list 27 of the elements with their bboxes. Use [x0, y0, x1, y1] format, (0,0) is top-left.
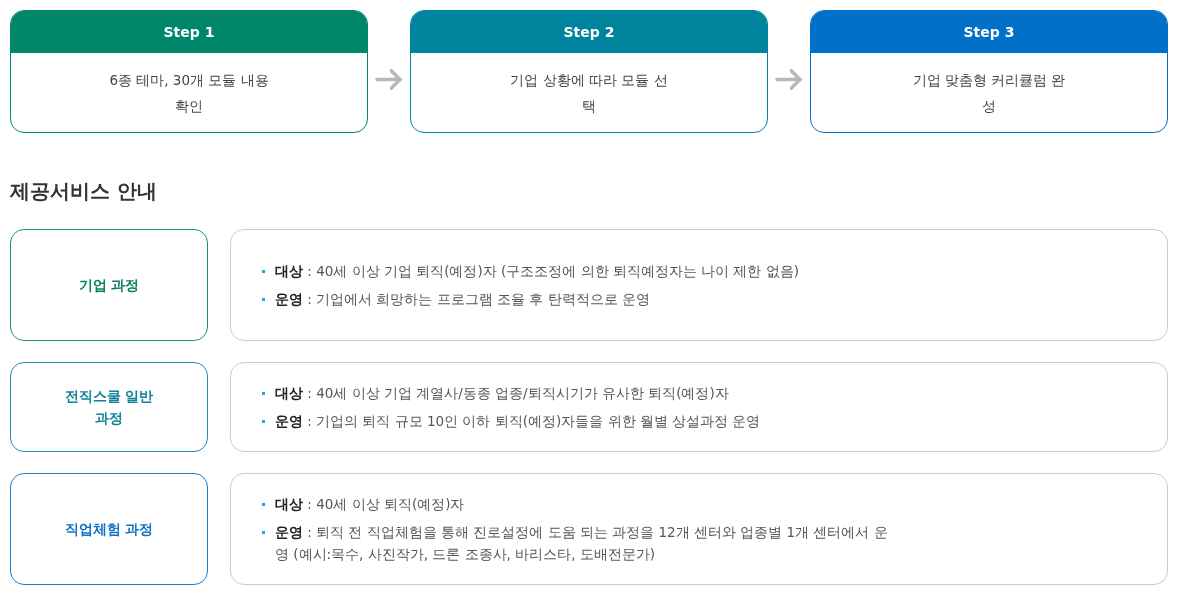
step-description: 기업 맞춤형 커리큘럼 완성	[911, 71, 1067, 116]
info-card	[230, 362, 1168, 452]
info-card	[230, 229, 1168, 341]
bullet-item: 대상 : 40세 이상 퇴직(예정)자	[251, 493, 895, 515]
step-card	[410, 10, 768, 133]
course-name-box	[10, 229, 208, 341]
step-header: Step 3	[811, 11, 1167, 53]
course-name: 직업체험 과정	[64, 520, 154, 539]
step-description: 기업 상황에 따라 모듈 선택	[509, 71, 669, 116]
step-header: Step 1	[11, 11, 367, 53]
course-name: 전직스쿨 일반과정	[64, 387, 154, 428]
section-heading: 제공서비스 안내	[10, 178, 157, 205]
bullet-item: 대상 : 40세 이상 기업 퇴직(예정)자 (구조조정에 의한 퇴직예정자는 나이 제한 없음)	[251, 260, 895, 282]
bullet-item: 운영 : 기업에서 희망하는 프로그램 조율 후 탄력적으로 운영	[251, 288, 895, 310]
info-card	[230, 473, 1168, 585]
bullet-item: 운영 : 기업의 퇴직 규모 10인 이하 퇴직(예정)자들을 위한 월별 상설과정 운영	[251, 410, 895, 432]
bullet-item: 대상 : 40세 이상 기업 계열사/동종 업종/퇴직시기가 유사한 퇴직(예정)자	[251, 382, 895, 404]
course-name-box	[10, 362, 208, 452]
step-header: Step 2	[411, 11, 767, 53]
step-description: 6종 테마, 30개 모듈 내용 확인	[109, 71, 269, 116]
arrow	[775, 68, 802, 91]
bullet-item: 운영 : 퇴직 전 직업체험을 통해 진로설정에 도움 되는 과정을 12개 센터와 업종별 1개 센터에서 운영 (예시:목수, 사진작가, 드론 조종사, 바리스타, 도배전문가)	[251, 521, 895, 565]
step-card	[810, 10, 1168, 133]
course-name: 기업 과정	[77, 276, 141, 295]
arrow	[375, 68, 402, 91]
step-card	[10, 10, 368, 133]
course-name-box	[10, 473, 208, 585]
